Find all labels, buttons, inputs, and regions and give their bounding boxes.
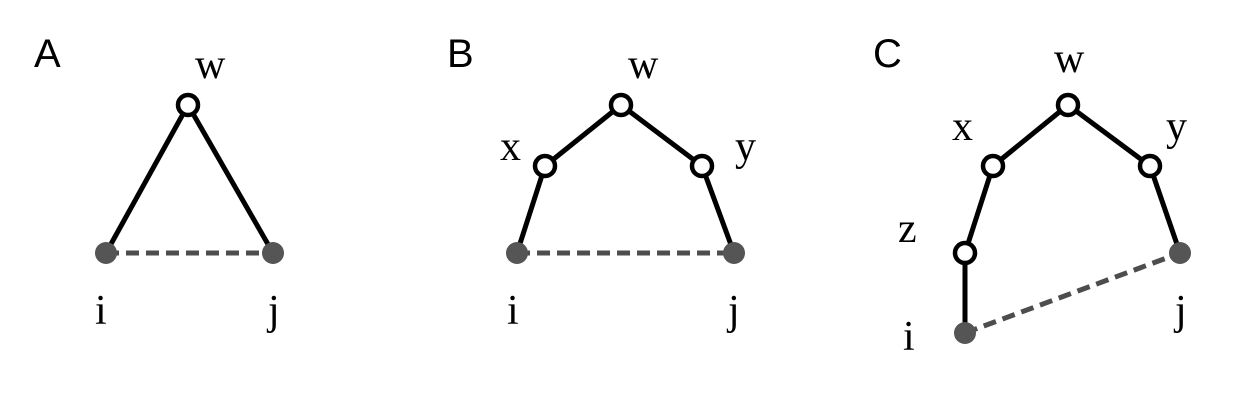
panel-a-letter: A xyxy=(34,32,61,76)
panel-b-edge-w-x xyxy=(542,102,624,169)
panel-b-label-w: w xyxy=(628,42,659,88)
panel-c-label-x: x xyxy=(952,104,973,150)
panel-a-edge-w-j xyxy=(185,102,276,256)
panel-b-edge-w-y xyxy=(618,102,705,169)
panel-a: A w i j xyxy=(34,32,284,334)
panel-b-node-w xyxy=(608,92,634,118)
panel-b-node-y xyxy=(689,153,715,179)
panel-b: B w x y i j xyxy=(447,32,756,334)
panel-c-node-w xyxy=(1055,92,1081,118)
panel-c-label-i: i xyxy=(903,314,915,360)
panel-b-edge-x-i xyxy=(514,163,548,256)
panel-c-dashed-edge-i-j xyxy=(964,250,1181,336)
panel-a-node-w xyxy=(175,92,201,118)
panel-b-label-x: x xyxy=(500,124,521,170)
panel-c-edge-w-x xyxy=(990,102,1071,169)
panel-b-node-x xyxy=(532,153,558,179)
panel-b-node-i xyxy=(506,242,528,264)
panel-c: C w x y z i j xyxy=(873,32,1191,360)
panel-a-node-j xyxy=(262,242,284,264)
panel-c-node-y xyxy=(1137,153,1163,179)
panel-b-node-j xyxy=(723,242,745,264)
panel-c-edge-w-y xyxy=(1065,102,1153,169)
panel-b-label-y: y xyxy=(735,124,756,170)
panel-c-node-i xyxy=(954,322,976,344)
panel-c-node-z xyxy=(952,240,978,266)
panel-c-label-w: w xyxy=(1054,36,1085,82)
panel-a-label-w: w xyxy=(195,42,226,88)
panel-c-label-y: y xyxy=(1166,104,1187,150)
panel-a-label-j: j xyxy=(266,288,280,334)
panel-b-label-i: i xyxy=(507,288,519,334)
panel-b-letter: B xyxy=(447,32,474,76)
panel-c-node-j xyxy=(1169,242,1191,264)
panel-c-edge-y-j xyxy=(1147,163,1183,256)
panel-a-label-i: i xyxy=(95,288,107,334)
panel-c-label-z: z xyxy=(898,206,917,252)
panel-c-label-j: j xyxy=(1173,288,1187,334)
panel-b-label-j: j xyxy=(726,288,740,334)
panel-c-node-x xyxy=(980,153,1006,179)
panel-c-edge-x-z xyxy=(962,163,996,256)
panel-b-edge-y-j xyxy=(699,163,737,256)
panel-c-letter: C xyxy=(873,32,902,76)
panel-a-node-i xyxy=(95,242,117,264)
panel-a-edge-w-i xyxy=(103,102,191,256)
